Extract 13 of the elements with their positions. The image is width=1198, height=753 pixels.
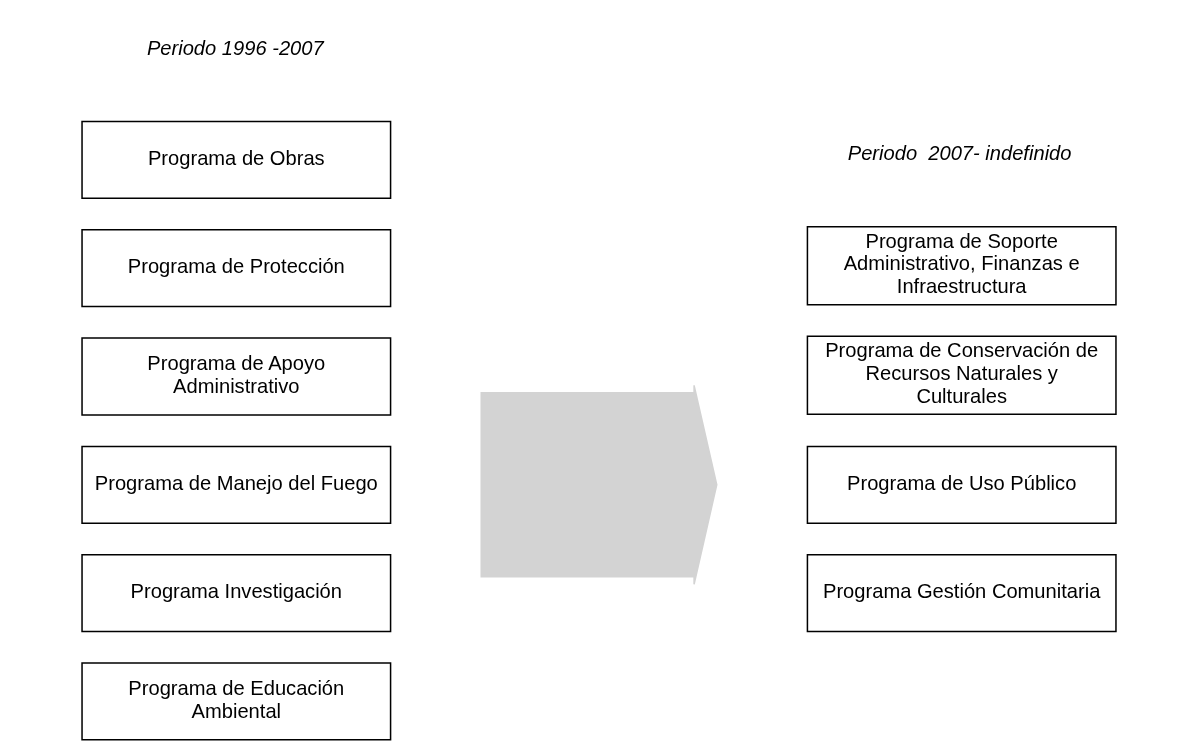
node-box: Programa de Protección [81,229,392,308]
node-box: Programa de Apoyo Administrativo [81,337,392,416]
label: Periodo 1996 -2007 [146,37,324,60]
label: Periodo 2007- indefinido [847,141,1072,164]
node-box: Programa de Obras [81,120,392,200]
node-box: Programa Gestión Comunitaria [806,553,1117,633]
node-box: Programa de Uso Público [806,445,1117,524]
node-box: Programa Investigación [81,553,392,633]
node-box: Programa de Conservación de Recursos Naturales y Culturales [806,335,1117,416]
node-box: Programa de Educación Ambiental [81,662,392,741]
node-box: Programa de Soporte Administrativo, Finanzas e Infraestructura [806,225,1117,306]
node-arrow [480,384,718,586]
node-box: Programa de Manejo del Fuego [81,445,392,524]
